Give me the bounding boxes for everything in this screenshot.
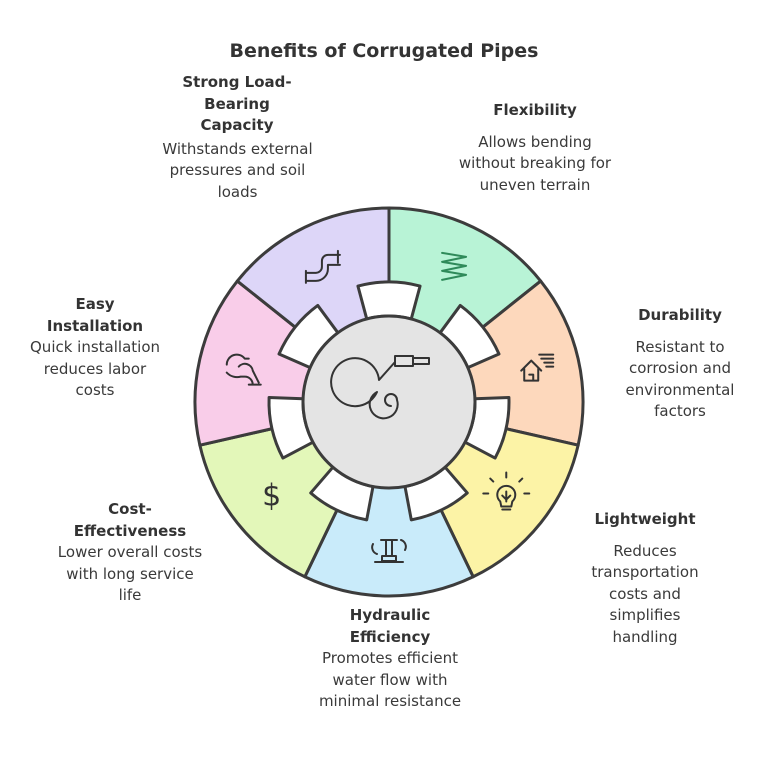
coiled-hose-icon (330, 355, 430, 420)
segment-hydraulic-efficiency (303, 400, 475, 598)
label-title: Strong Load-Bearing Capacity (182, 73, 292, 134)
label-durability: Durability Resistant to corrosion and en… (610, 305, 750, 423)
label-flexibility: Flexibility Allows bending without break… (455, 100, 615, 196)
label-description: Quick installation reduces labor costs (30, 338, 161, 399)
label-title: Easy Installation (46, 295, 144, 335)
label-lightweight: Lightweight Reduces transportation costs… (575, 509, 715, 648)
label-description: Lower overall costs with long service li… (57, 543, 203, 604)
label-title: Flexibility (493, 101, 577, 119)
label-description: Allows bending without breaking for unev… (458, 132, 612, 194)
label-cost-effectiveness: Cost-Effectiveness Lower overall costs w… (55, 499, 205, 607)
label-title: Cost-Effectiveness (73, 500, 187, 540)
label-description: Resistant to corrosion and environmental… (625, 337, 735, 421)
label-title: Lightweight (594, 510, 696, 528)
label-description: Withstands external pressures and soil l… (162, 139, 313, 201)
valve-icon (371, 539, 407, 563)
label-description: Reduces transportation costs and simplif… (591, 541, 699, 646)
label-description: Promotes efficient water flow with minim… (318, 649, 462, 710)
pipe-fitting-icon (225, 353, 262, 386)
divider-tab (356, 280, 422, 321)
center-hub (301, 314, 477, 490)
label-hydraulic-efficiency: Hydraulic Efficiency Promotes efficient … (300, 605, 480, 713)
pipe-icon (304, 249, 341, 284)
lightbulb-icon (482, 471, 531, 511)
dollar-icon: $ (262, 479, 281, 514)
house-wind-icon (520, 353, 555, 382)
label-easy-installation: Easy Installation Quick installation red… (30, 294, 160, 402)
label-title: Durability (638, 306, 722, 324)
diagram-title: Benefits of Corrugated Pipes (229, 40, 539, 62)
label-strong-load-bearing: Strong Load-Bearing Capacity Withstands … (150, 72, 325, 203)
label-title: Hydraulic Efficiency (349, 606, 431, 646)
spring-icon (441, 251, 468, 281)
